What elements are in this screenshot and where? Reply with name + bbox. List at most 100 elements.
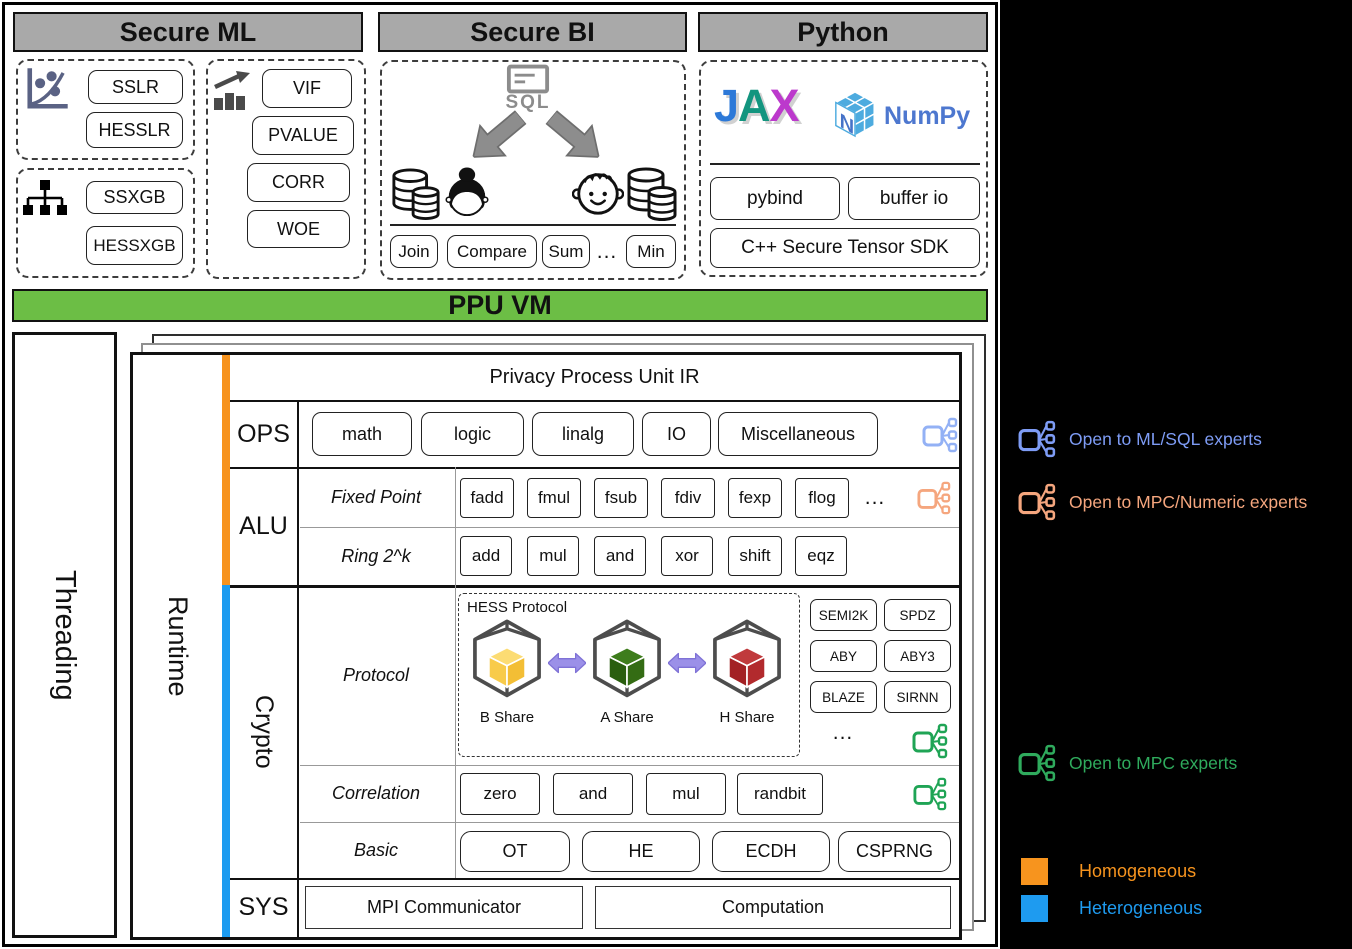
bi-ops-ellipsis: ...: [596, 240, 618, 263]
xor-box: xor: [661, 536, 713, 576]
heterogeneous-stripe: [222, 585, 230, 937]
secure-bi-title: Secure BI: [470, 16, 595, 47]
fexp-box: fexp: [728, 478, 782, 518]
protocol-label: Protocol: [342, 664, 410, 685]
corr-and-box: and: [553, 773, 633, 815]
join-box: Join: [390, 235, 438, 268]
mul-box: mul: [527, 536, 579, 576]
heterogeneous-label: Heterogeneous: [1079, 898, 1203, 918]
b-share-label: B Share: [479, 708, 535, 726]
homogeneous-swatch: [1021, 858, 1048, 885]
linalg-box: linalg: [532, 412, 634, 456]
pvalue-box: PVALUE: [252, 116, 354, 155]
homogeneous-label: Homogeneous: [1079, 861, 1197, 881]
ppu-vm-title: PPU VM: [448, 290, 552, 320]
crypto-sys-divider: [230, 878, 959, 880]
flog-box: flog: [795, 478, 849, 518]
hessxgb-box: HESSXGB: [86, 226, 183, 265]
numpy-n-letter: N: [840, 108, 855, 139]
fixed-ring-divider: [300, 527, 959, 528]
alu-row-label: ALU: [239, 511, 288, 540]
protocol-correlation-divider: [300, 765, 959, 766]
secure-ml-stats-group: [206, 59, 366, 279]
correlation-basic-divider: [300, 822, 959, 823]
mpi-communicator-box: MPI Communicator: [305, 886, 583, 929]
fanout-legend-blue-icon: [1018, 420, 1056, 458]
legend-heterogeneous: Heterogeneous: [1021, 895, 1202, 922]
h-share-cube-icon: [713, 619, 781, 698]
basic-label: Basic: [353, 839, 398, 860]
legend-mpc-numeric-label: Open to MPC/Numeric experts: [1069, 491, 1308, 512]
legend-ml-sql-label: Open to ML/SQL experts: [1069, 428, 1262, 449]
aby3-box: ABY3: [884, 640, 951, 672]
threading-box: Threading: [12, 332, 117, 938]
sum-box: Sum: [542, 235, 590, 268]
ops-alu-divider: [230, 467, 959, 469]
tree-model-icon: [23, 180, 67, 215]
sirnn-box: SIRNN: [884, 681, 951, 713]
hess-protocol-title: HESS Protocol: [467, 599, 568, 616]
fanout-legend-green-icon: [1018, 744, 1056, 782]
secure-bi-header: Secure BI: [378, 12, 687, 52]
database-stack-right-icon: [627, 167, 677, 221]
homogeneous-stripe: [222, 355, 230, 585]
legend-mpc-numeric: Open to MPC/Numeric experts: [1018, 483, 1307, 521]
sublabel-column-divider: [455, 467, 456, 878]
correlation-label: Correlation: [331, 783, 421, 803]
spdz-box: SPDZ: [884, 599, 951, 631]
diagram-canvas: Secure ML SSLR HESSLR SSXGB HESSXGB VIF …: [0, 0, 1000, 949]
protocols-ellipsis: ...: [832, 721, 854, 744]
runtime-label: Runtime: [163, 595, 193, 697]
math-box: math: [312, 412, 412, 456]
hesslr-box: HESSLR: [86, 112, 183, 148]
a-share-label: A Share: [600, 708, 654, 726]
fixed-point-label: Fixed Point: [330, 486, 422, 507]
fanout-mpc-numeric-icon: [917, 481, 951, 515]
blaze-box: BLAZE: [810, 681, 877, 713]
compare-box: Compare: [447, 235, 537, 268]
fmul-box: fmul: [527, 478, 581, 518]
secure-ml-header: Secure ML: [13, 12, 363, 52]
io-box: IO: [642, 412, 711, 456]
child-party-icon: [572, 173, 624, 215]
sql-document-icon: [506, 64, 550, 94]
secure-ml-boosting-group: [16, 168, 195, 278]
legend-homogeneous: Homogeneous: [1021, 858, 1196, 885]
secure-ml-regression-group: [16, 59, 195, 160]
bar-chart-trend-icon: [214, 71, 250, 110]
woman-party-icon: [445, 167, 489, 217]
fanout-mpc-protocol-icon: [912, 723, 948, 759]
label-column-divider: [297, 402, 299, 937]
alu-crypto-divider: [230, 585, 959, 588]
python-divider: [710, 163, 980, 165]
python-group: [699, 60, 988, 277]
legend-mpc-label: Open to MPC experts: [1069, 752, 1238, 773]
numpy-label: NumPy: [884, 102, 971, 130]
fixed-point-ellipsis: ...: [864, 486, 886, 509]
ring-2k-label: Ring 2^k: [341, 545, 411, 566]
pybind-box: pybind: [710, 177, 840, 220]
he-box: HE: [582, 831, 700, 872]
sys-row-label: SYS: [238, 893, 289, 921]
buffer-io-box: buffer io: [848, 177, 980, 220]
fanout-mpc-correlation-icon: [913, 777, 947, 811]
sslr-box: SSLR: [88, 70, 183, 104]
add-box: add: [460, 536, 512, 576]
min-box: Min: [626, 235, 676, 268]
threading-label: Threading: [49, 569, 81, 701]
fadd-box: fadd: [460, 478, 514, 518]
sql-label: SQL: [505, 92, 551, 113]
a-share-cube-icon: [593, 619, 661, 698]
h-share-label: H Share: [719, 708, 775, 726]
ppu-vm-bar: PPU VM: [12, 289, 988, 322]
python-header: Python: [698, 12, 988, 52]
woe-box: WOE: [247, 210, 350, 248]
legend-ml-sql: Open to ML/SQL experts: [1018, 420, 1262, 458]
shift-box: shift: [728, 536, 782, 576]
aby-box: ABY: [810, 640, 877, 672]
logic-box: logic: [421, 412, 524, 456]
ppu-ir-header: Privacy Process Unit IR: [230, 355, 959, 402]
zero-box: zero: [460, 773, 540, 815]
ssxgb-box: SSXGB: [86, 181, 183, 214]
eqz-box: eqz: [795, 536, 847, 576]
